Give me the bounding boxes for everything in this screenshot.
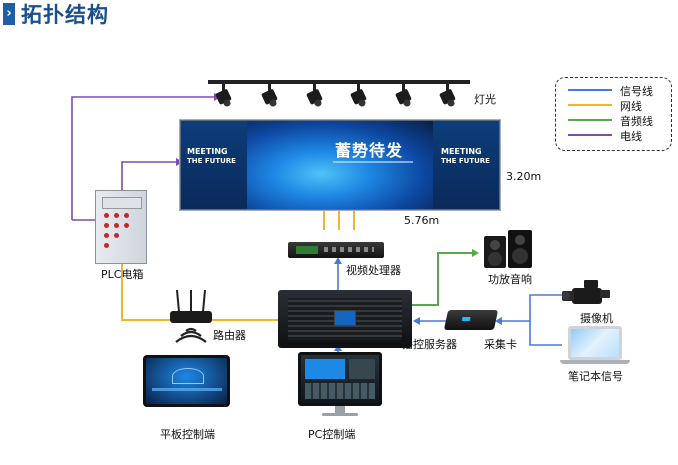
- network-line-plc-router: [121, 262, 170, 321]
- lights-label: 灯光: [474, 93, 496, 106]
- screen-height-label: 3.20m: [506, 170, 542, 183]
- video-processor-label: 视频处理器: [346, 264, 401, 277]
- video-processor-icon: [288, 242, 384, 258]
- legend-label-signal: 信号线: [620, 85, 653, 98]
- speaker-icon: [508, 230, 532, 268]
- led-screen: MEETING THE FUTURE 蓄势待发 MEETING THE FUTU…: [180, 120, 500, 210]
- capture-card-label: 采集卡: [484, 338, 517, 351]
- legend-label-power: 电线: [620, 130, 642, 143]
- laptop-base: [560, 360, 630, 364]
- laptop-label: 笔记本信号: [568, 370, 623, 383]
- tablet-label: 平板控制端: [160, 428, 215, 441]
- power-line-lights: [71, 96, 214, 220]
- router-label: 路由器: [213, 329, 246, 342]
- audio-line-server-amp: [412, 252, 472, 306]
- legend-label-network: 网线: [620, 100, 642, 113]
- camera-label: 摄像机: [580, 312, 613, 325]
- speaker-icon: [484, 236, 506, 268]
- screen-left-panel: MEETING THE FUTURE: [181, 121, 247, 209]
- pc-monitor-icon: [298, 352, 382, 406]
- title-chevron-icon: ›: [3, 3, 15, 25]
- page-title: 拓扑结构: [21, 3, 109, 27]
- spotlight-icon: [261, 84, 278, 107]
- spotlight-icon: [350, 84, 367, 107]
- signal-line-sources-capture: [500, 294, 562, 346]
- spotlight-icon: [306, 84, 323, 107]
- power-line-screen: [121, 161, 176, 190]
- section-title: › 拓扑结构: [3, 1, 109, 27]
- pc-monitor-base: [322, 413, 358, 416]
- legend-label-audio: 音频线: [620, 115, 653, 128]
- spotlight-icon: [439, 84, 456, 107]
- screen-center-panel: 蓄势待发: [247, 121, 433, 209]
- screen-right-panel: MEETING THE FUTURE: [433, 121, 499, 209]
- tablet-icon: [143, 355, 230, 407]
- amp-speaker-label: 功放音响: [488, 273, 532, 286]
- laptop-icon: [568, 326, 622, 360]
- spotlight-icon: [215, 84, 232, 107]
- plc-cabinet-icon: [95, 190, 147, 264]
- network-line-screen: [323, 207, 355, 230]
- pc-label: PC控制端: [308, 428, 356, 441]
- media-server-icon: [278, 290, 412, 348]
- plc-label: PLC电箱: [101, 268, 144, 281]
- media-server-label: 播控服务器: [402, 338, 457, 351]
- screen-width-label: 5.76m: [404, 214, 440, 227]
- legend: [555, 77, 672, 151]
- pc-monitor-stand: [335, 406, 345, 414]
- spotlight-icon: [395, 84, 412, 107]
